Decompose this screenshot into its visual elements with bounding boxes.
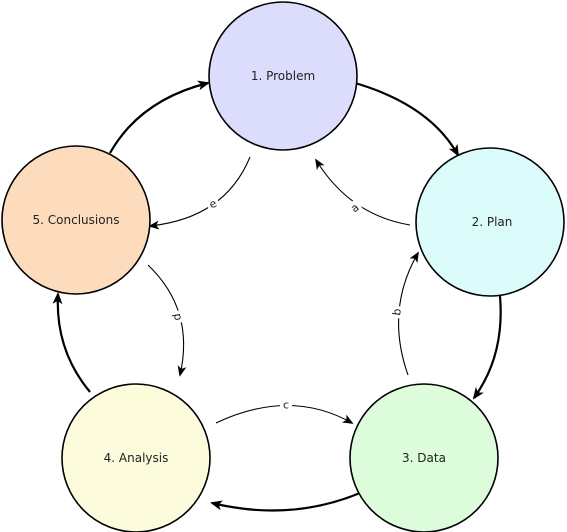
edge-conclusions-to-problem	[109, 80, 210, 154]
edge-label-b: b	[390, 308, 404, 317]
node-problem-circle	[208, 1, 358, 151]
edge-a	[315, 158, 411, 226]
edge-e	[148, 156, 251, 230]
edge-analysis-to-conclusions	[52, 292, 91, 393]
node-data: 3. Data	[349, 383, 499, 532]
edge-label-a-group: a	[346, 198, 364, 218]
node-problem-label: 1. Problem	[251, 69, 315, 83]
node-conclusions-circle	[1, 145, 151, 295]
node-problem: 1. Problem	[208, 1, 358, 151]
edge-label-e-group: e	[204, 195, 222, 213]
edge-label-b-group: b	[389, 305, 405, 319]
node-conclusions-label: 5. Conclusions	[33, 213, 120, 227]
edge-label-c: c	[283, 399, 289, 412]
node-analysis-circle	[61, 383, 211, 532]
node-data-label: 3. Data	[402, 451, 446, 465]
edge-data-to-analysis	[210, 491, 361, 512]
node-analysis: 4. Analysis	[61, 383, 211, 532]
edge-plan-to-data	[472, 295, 502, 400]
edge-label-e: e	[207, 197, 219, 212]
node-plan: 2. Plan	[415, 147, 565, 297]
node-data-circle	[349, 383, 499, 532]
node-analysis-label: 4. Analysis	[104, 451, 169, 465]
edge-problem-to-plan	[354, 81, 459, 157]
node-plan-circle	[415, 147, 565, 297]
edge-label-d: d	[170, 312, 184, 321]
edge-label-c-group: c	[280, 398, 292, 412]
node-conclusions: 5. Conclusions	[1, 145, 151, 295]
edge-label-d-group: d	[169, 309, 185, 325]
node-plan-label: 2. Plan	[472, 215, 513, 229]
